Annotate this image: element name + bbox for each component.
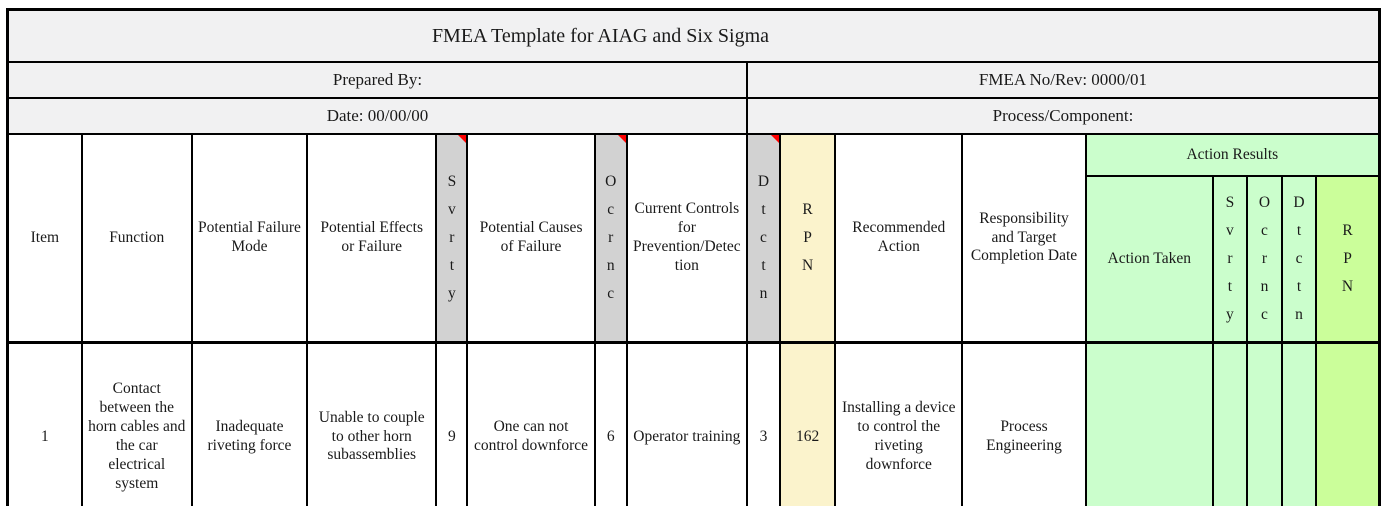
cell-occurrence: 6 — [593, 341, 628, 506]
comment-indicator-icon — [771, 135, 779, 143]
col-header-current-controls: Current Controls for Prevention/Detectio… — [625, 133, 748, 344]
col-header-occurrence-label: O c r n c — [605, 173, 617, 302]
table-row: 1 Contact between the horn cables and th… — [6, 341, 1381, 506]
cell-function: Contact between the horn cables and the … — [80, 341, 193, 506]
col-header-detection-2-label: D t c t n — [1293, 194, 1305, 323]
cell-potential-effects: Unable to couple to other horn subassemb… — [306, 341, 438, 506]
col-header-rpn-2-label: R P N — [1341, 222, 1354, 295]
cell-action-taken — [1084, 341, 1214, 506]
fmea-table: FMEA Template for AIAG and Six Sigma Pre… — [6, 8, 1381, 506]
col-header-occurrence: O c r n c — [593, 133, 628, 344]
cell-potential-causes: One can not control downforce — [466, 341, 596, 506]
col-header-severity-2-label: S v r t y — [1225, 194, 1235, 323]
col-header-responsibility: Responsibility and Target Completion Dat… — [961, 133, 1087, 344]
col-header-item: Item — [6, 133, 83, 344]
action-results-header: Action Results — [1084, 133, 1381, 177]
col-header-potential-causes: Potential Causes of Failure — [466, 133, 596, 344]
col-header-detection-2: D t c t n — [1280, 175, 1318, 344]
process-component-cell: Process/Component: — [745, 97, 1381, 135]
col-header-rpn-label: R P N — [801, 201, 814, 274]
cell-recommended-action: Installing a device to control the rivet… — [834, 341, 964, 506]
col-header-recommended-action: Recommended Action — [834, 133, 964, 344]
cell-rpn: 162 — [779, 341, 837, 506]
col-header-severity-2: S v r t y — [1211, 175, 1248, 344]
cell-detection-2 — [1280, 341, 1318, 506]
comment-indicator-icon — [617, 135, 625, 143]
cell-responsibility: Process Engineering — [961, 341, 1087, 506]
col-header-occurrence-2: O c r n c — [1245, 175, 1284, 344]
col-header-potential-effects: Potential Effects or Failure — [306, 133, 438, 344]
cell-detection: 3 — [745, 341, 782, 506]
col-header-rpn-2: R P N — [1315, 175, 1381, 344]
comment-indicator-icon — [458, 135, 466, 143]
fmea-no-rev-cell: FMEA No/Rev: 0000/01 — [745, 61, 1381, 99]
page-title: FMEA Template for AIAG and Six Sigma — [6, 8, 1381, 63]
col-header-detection: D t c t n — [745, 133, 782, 344]
cell-item: 1 — [6, 341, 83, 506]
col-header-function: Function — [80, 133, 193, 344]
cell-current-controls: Operator training — [625, 341, 748, 506]
col-header-severity: S v r t y — [435, 133, 469, 344]
col-header-action-taken: Action Taken — [1084, 175, 1214, 344]
cell-occurrence-2 — [1245, 341, 1284, 506]
col-header-severity-label: S v r t y — [447, 173, 457, 302]
prepared-by-cell: Prepared By: — [6, 61, 748, 99]
col-header-occurrence-2-label: O c r n c — [1258, 194, 1271, 323]
cell-rpn-2 — [1315, 341, 1381, 506]
cell-severity: 9 — [435, 341, 469, 506]
col-header-rpn: R P N — [779, 133, 837, 344]
date-cell: Date: 00/00/00 — [6, 97, 748, 135]
cell-severity-2 — [1211, 341, 1248, 506]
cell-potential-failure-mode: Inadequate riveting force — [190, 341, 309, 506]
col-header-potential-failure-mode: Potential Failure Mode — [190, 133, 309, 344]
col-header-detection-label: D t c t n — [757, 173, 770, 302]
